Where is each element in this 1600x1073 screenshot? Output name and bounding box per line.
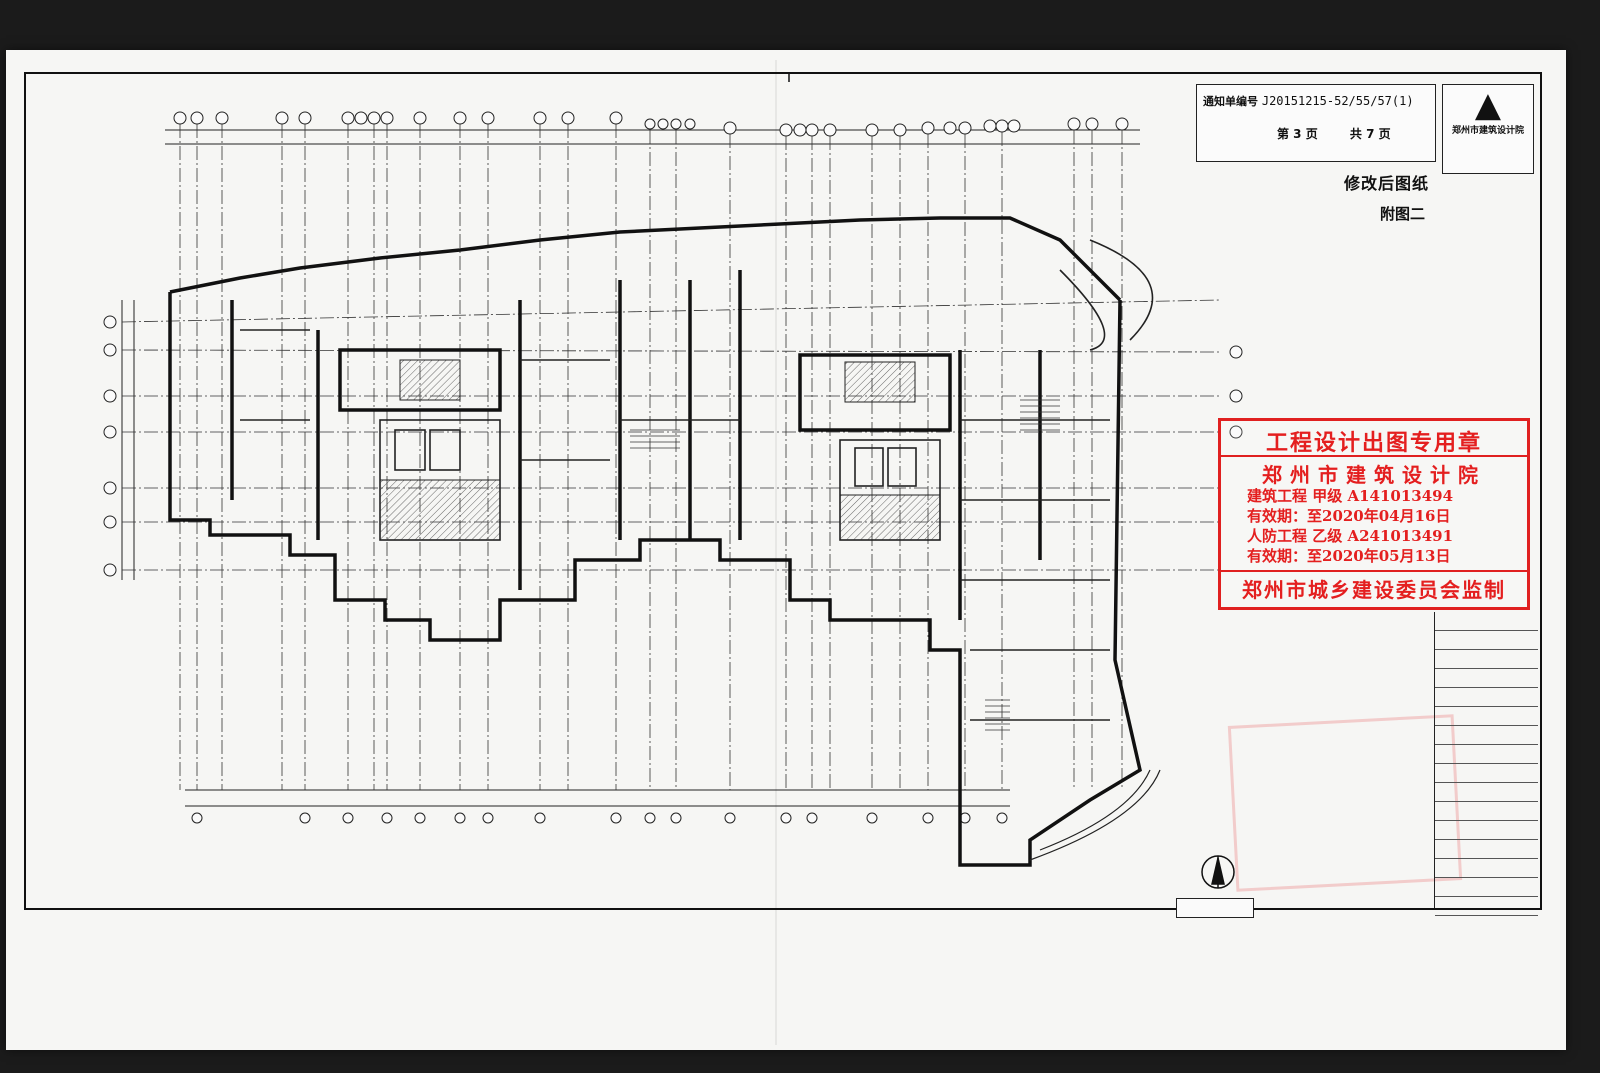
- faded-stamp: [1227, 714, 1463, 892]
- north-arrow-icon: [1201, 855, 1235, 889]
- stamp-footer: 郑州市城乡建设委员会监制: [1221, 570, 1527, 603]
- sheet-title: 修改后图纸: [1344, 174, 1430, 193]
- notice-label: 通知单编号: [1203, 95, 1258, 108]
- page-total: 共 7 页: [1349, 127, 1391, 141]
- scale-label-box: [1176, 898, 1254, 918]
- page-current: 第 3 页: [1277, 127, 1318, 141]
- logo-mark-icon: ▲: [1474, 85, 1502, 125]
- notice-number: 通知单编号 J20151215-52/55/57(1): [1203, 93, 1414, 109]
- stamp-line-4: 有效期：至2020年05月13日: [1247, 547, 1451, 565]
- page-info: 第 3 页 共 7 页: [1277, 125, 1419, 142]
- sheet-subtitle: 附图二: [1380, 205, 1426, 223]
- notice-number-value: J20151215-52/55/57(1): [1261, 94, 1414, 108]
- stamp-line-3: 人防工程 乙级 A241013491: [1247, 527, 1454, 545]
- stamp-line-2: 有效期：至2020年04月16日: [1247, 507, 1451, 525]
- design-seal-stamp: 工程设计出图专用章 郑州市建筑设计院 建筑工程 甲级 A141013494 有效…: [1218, 418, 1530, 610]
- notice-box: 通知单编号 J20151215-52/55/57(1) 第 3 页 共 7 页: [1196, 84, 1436, 162]
- stamp-line-1: 建筑工程 甲级 A141013494: [1247, 487, 1454, 505]
- stamp-org: 郑州市建筑设计院: [1262, 463, 1486, 487]
- stamp-title: 工程设计出图专用章: [1265, 430, 1482, 456]
- logo-org-name: 郑州市建筑设计院: [1451, 126, 1524, 136]
- title-block: [1434, 612, 1538, 916]
- paper-fold-line: [775, 60, 777, 1045]
- drawing-frame: [24, 72, 1542, 910]
- institute-logo: ▲ 郑州市建筑设计院: [1442, 84, 1534, 174]
